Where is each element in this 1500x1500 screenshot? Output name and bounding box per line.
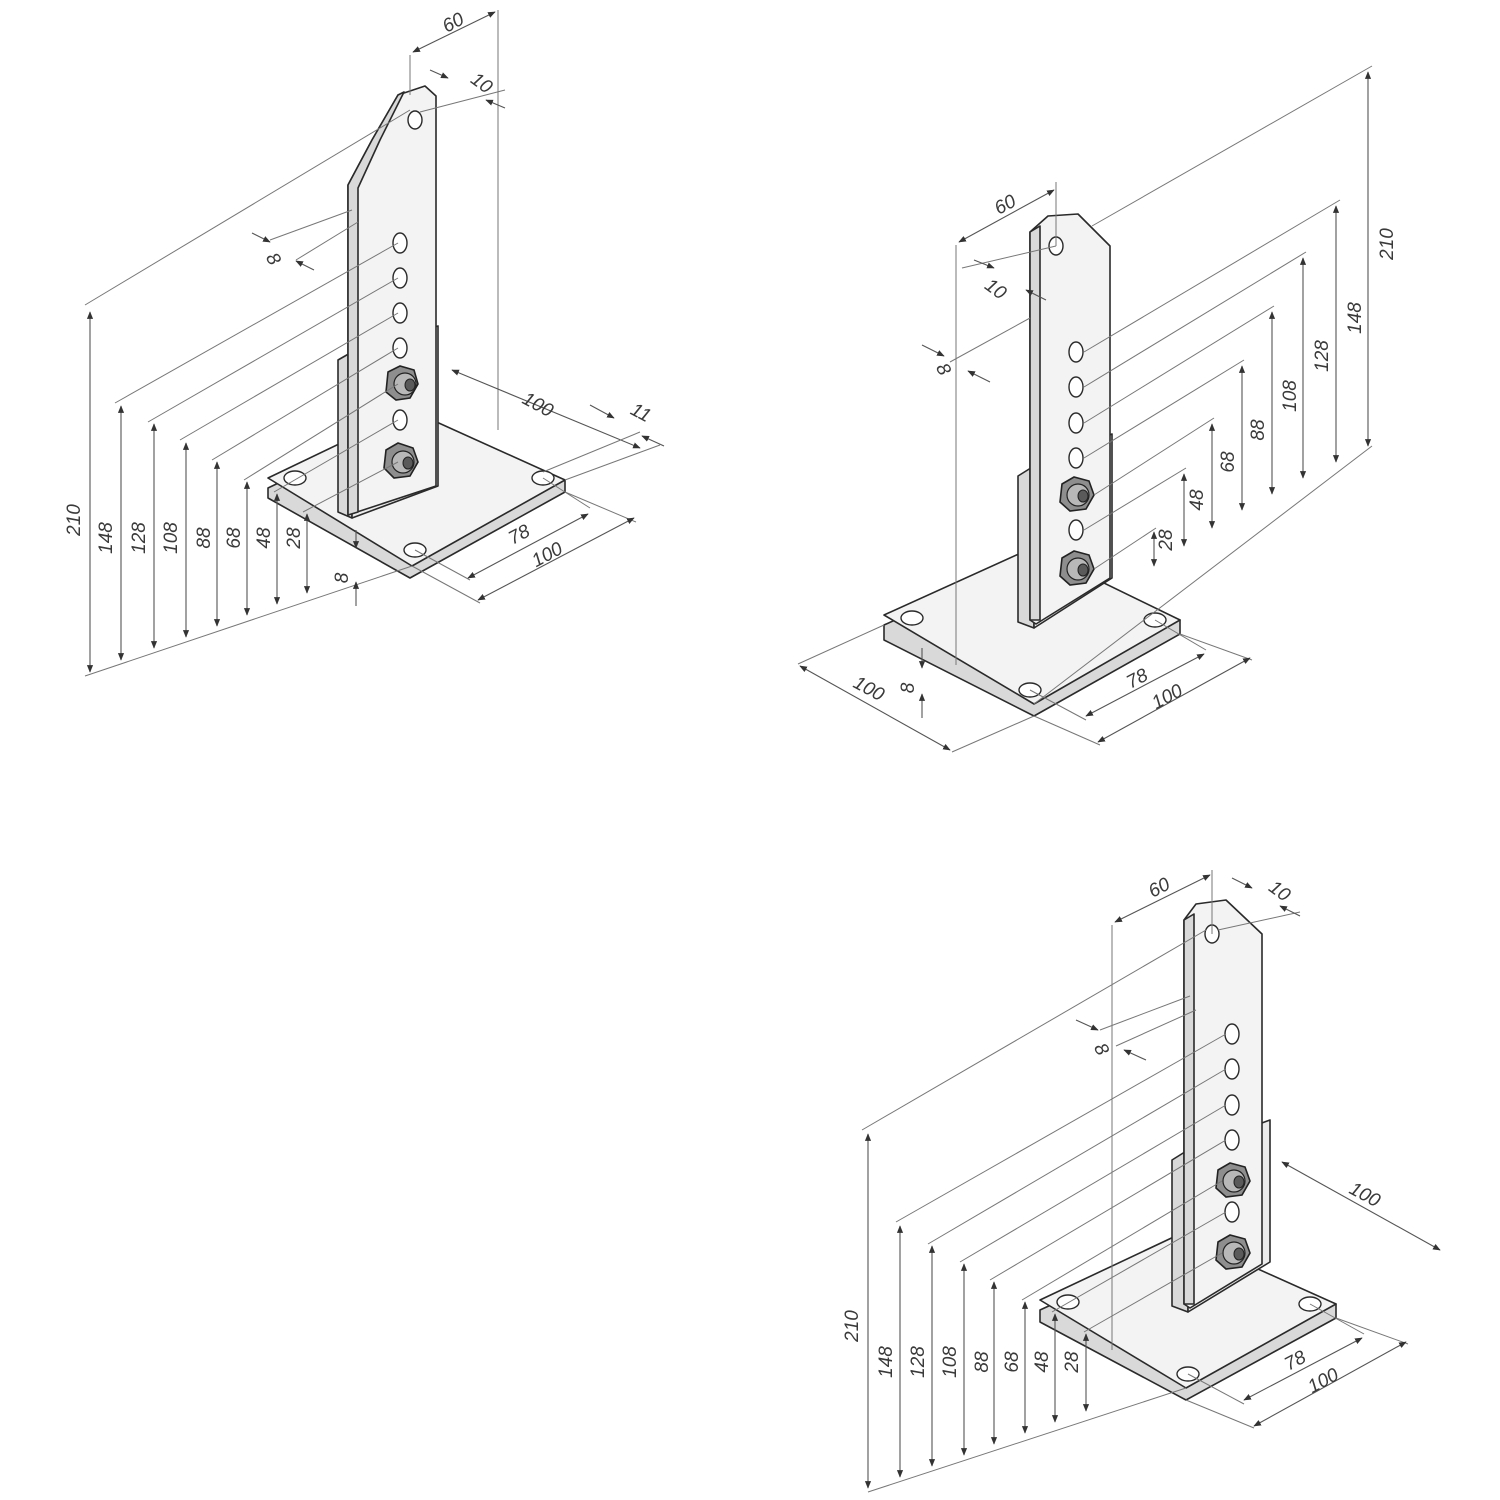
left-top-width-label: 60 xyxy=(439,9,468,38)
right-top-width-label: 60 xyxy=(991,191,1020,220)
left-base-edge-label: 11 xyxy=(627,399,654,427)
right-base-depth-label: 100 xyxy=(850,672,888,706)
left-height-48: 48 xyxy=(254,527,275,549)
right-bracket-figure: 210 148 128 108 88 68 48 28 60 10 8 xyxy=(797,65,1398,753)
right-height-210: 210 xyxy=(1377,228,1398,261)
right-height-48: 48 xyxy=(1187,489,1208,511)
left-base-hole-1 xyxy=(283,470,307,486)
right-height-148: 148 xyxy=(1345,302,1366,334)
left-height-dims xyxy=(86,311,311,673)
bottom-bracket-figure: 210 148 128 108 88 68 48 28 60 10 8 xyxy=(842,870,1441,1493)
left-base-depth-label: 100 xyxy=(519,388,557,422)
left-height-210: 210 xyxy=(64,504,85,537)
right-height-extension-lines xyxy=(1033,65,1373,705)
left-height-148: 148 xyxy=(96,522,117,554)
left-adjust-holes xyxy=(392,110,423,431)
bottom-top-offset-label: 10 xyxy=(1265,877,1295,907)
right-height-labels: 210 148 128 108 88 68 48 28 xyxy=(1156,228,1398,552)
right-height-68: 68 xyxy=(1218,451,1239,473)
bottom-height-labels: 210 148 128 108 88 68 48 28 xyxy=(842,1310,1083,1378)
bottom-height-88: 88 xyxy=(972,1351,993,1373)
bottom-nut-lower xyxy=(1215,1234,1251,1270)
left-height-128: 128 xyxy=(129,522,150,554)
bottom-height-48: 48 xyxy=(1032,1351,1053,1373)
left-height-28: 28 xyxy=(284,527,305,550)
left-height-108: 108 xyxy=(161,522,182,554)
right-base-width-label: 100 xyxy=(1148,680,1186,714)
left-bracket-figure: 210 148 128 108 88 68 48 28 60 10 8 xyxy=(64,9,665,677)
left-base-dims: 100 11 78 100 8 xyxy=(332,369,665,606)
right-slot-offset-label: 8 xyxy=(931,360,955,380)
right-top-offset-label: 10 xyxy=(981,275,1011,305)
bottom-nut-upper xyxy=(1215,1162,1251,1198)
right-height-28: 28 xyxy=(1156,529,1177,552)
left-nut-upper xyxy=(385,365,419,401)
bottom-height-extension-lines xyxy=(861,929,1227,1493)
bottom-height-210: 210 xyxy=(842,1310,863,1343)
right-hole-spacing-label: 78 xyxy=(1123,665,1152,694)
bottom-height-dims xyxy=(864,1133,1090,1489)
bottom-slot-offset-label: 8 xyxy=(1089,1040,1113,1060)
right-nut-lower xyxy=(1059,550,1095,586)
bottom-height-108: 108 xyxy=(940,1346,961,1378)
left-top-offset-label: 10 xyxy=(467,69,497,99)
bottom-height-128: 128 xyxy=(908,1346,929,1378)
left-height-88: 88 xyxy=(194,527,215,549)
bottom-height-68: 68 xyxy=(1002,1351,1023,1373)
bottom-top-width-label: 60 xyxy=(1145,874,1174,903)
bottom-base-width-label: 100 xyxy=(1304,1364,1342,1398)
bottom-hole-spacing-label: 78 xyxy=(1281,1347,1310,1376)
right-height-dims xyxy=(1150,71,1372,567)
right-height-108: 108 xyxy=(1280,380,1301,412)
bottom-height-148: 148 xyxy=(876,1346,897,1378)
bottom-base-depth-label: 100 xyxy=(1346,1178,1384,1212)
left-slot-offset-label: 8 xyxy=(261,249,285,269)
right-nut-upper xyxy=(1059,476,1095,512)
right-base-thickness-label: 8 xyxy=(898,682,919,693)
right-height-88: 88 xyxy=(1248,419,1269,441)
left-height-labels: 210 148 128 108 88 68 48 28 xyxy=(64,504,305,554)
left-height-68: 68 xyxy=(224,527,245,549)
right-height-128: 128 xyxy=(1312,340,1333,372)
left-nut-lower xyxy=(383,442,419,479)
bottom-height-28: 28 xyxy=(1062,1351,1083,1374)
left-base-thickness-label: 8 xyxy=(332,572,353,583)
